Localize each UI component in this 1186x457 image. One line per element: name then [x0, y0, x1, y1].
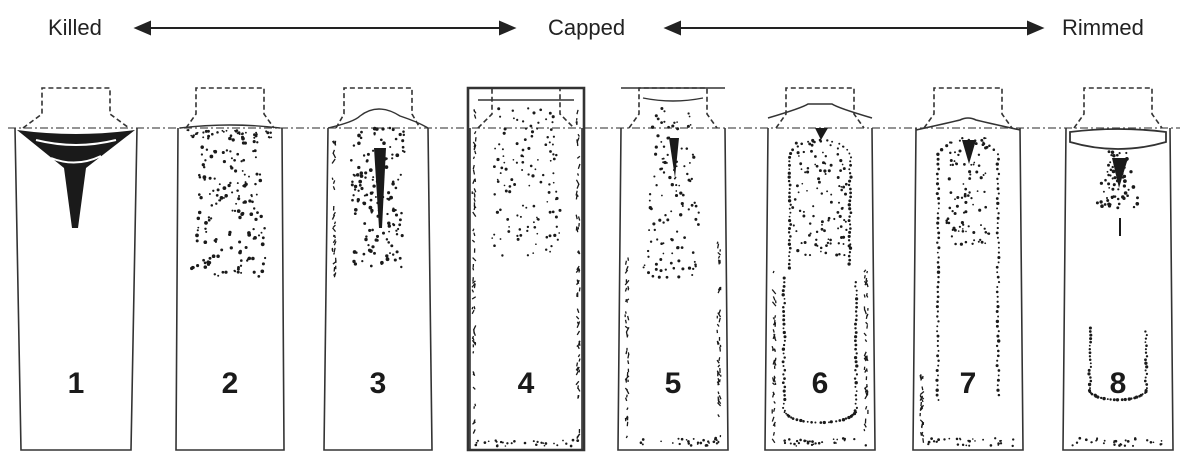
arrow-killed-capped [136, 22, 514, 34]
label-capped: Capped [548, 15, 625, 40]
ingot-number-7: 7 [960, 367, 977, 400]
ingots-layer [15, 88, 1173, 450]
ingot-number-6: 6 [812, 367, 829, 400]
ingot-number-5: 5 [665, 367, 682, 400]
ingot-number-3: 3 [370, 367, 387, 400]
ingot-number-2: 2 [222, 367, 239, 400]
label-killed: Killed [48, 15, 102, 40]
arrow-capped-rimmed [666, 22, 1042, 34]
label-rimmed: Rimmed [1062, 15, 1144, 40]
ingot-number-4: 4 [518, 367, 535, 400]
ingot-number-8: 8 [1110, 367, 1127, 400]
ingot-number-1: 1 [68, 367, 85, 400]
